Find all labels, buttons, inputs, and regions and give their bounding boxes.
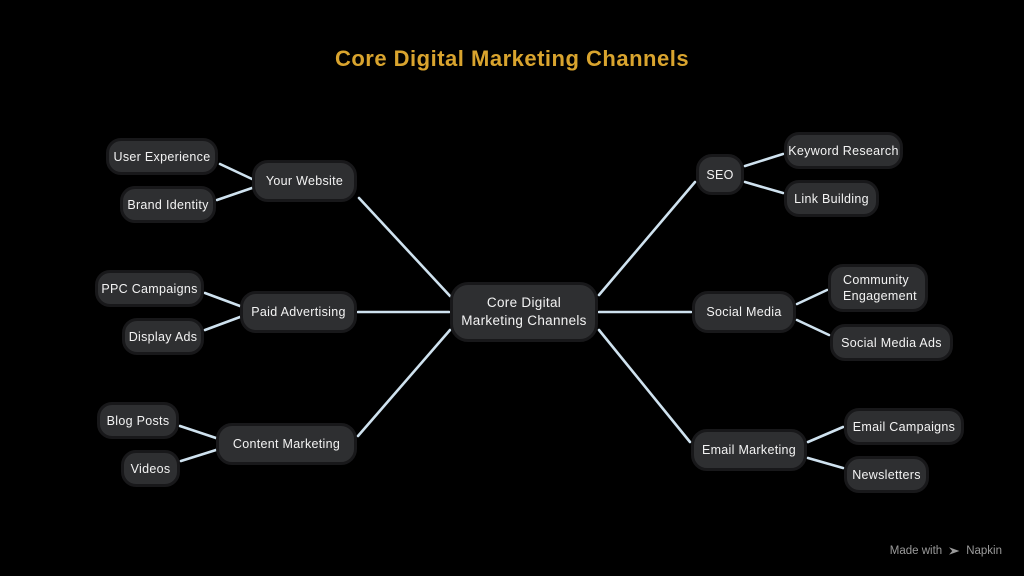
node-videos[interactable]: Videos: [121, 450, 180, 487]
node-social-media-ads[interactable]: Social Media Ads: [830, 324, 953, 361]
node-community-engagement[interactable]: Community Engagement: [828, 264, 928, 312]
node-email-campaigns[interactable]: Email Campaigns: [844, 408, 964, 445]
edge: [357, 196, 452, 298]
node-label: PPC Campaigns: [101, 281, 198, 296]
node-email-marketing[interactable]: Email Marketing: [691, 429, 807, 471]
node-label: Email Campaigns: [852, 419, 956, 434]
node-label: User Experience: [113, 149, 211, 164]
node-ppc-campaigns[interactable]: PPC Campaigns: [95, 270, 204, 307]
diagram-title: Core Digital Marketing Channels: [334, 46, 690, 71]
napkin-brand-label: Napkin: [966, 545, 1002, 557]
edge: [218, 162, 254, 181]
node-label: Newsletters: [852, 467, 921, 482]
node-brand-identity[interactable]: Brand Identity: [120, 186, 216, 223]
edge: [203, 291, 242, 308]
edge: [795, 318, 831, 337]
made-with-napkin-watermark[interactable]: Made with Napkin: [890, 544, 1002, 558]
node-label: Email Marketing: [701, 443, 797, 457]
node-seo[interactable]: SEO: [696, 154, 744, 195]
node-label: SEO: [706, 167, 734, 182]
node-core-digital-marketing-channels[interactable]: Core Digital Marketing Channels: [450, 282, 598, 342]
node-label: Paid Advertising: [251, 305, 346, 319]
node-keyword-research[interactable]: Keyword Research: [784, 132, 903, 169]
node-link-building[interactable]: Link Building: [784, 180, 879, 217]
node-label: Blog Posts: [106, 413, 170, 428]
edge: [203, 315, 242, 332]
node-label: Content Marketing: [232, 437, 341, 451]
node-blog-posts[interactable]: Blog Posts: [97, 402, 179, 439]
node-user-experience[interactable]: User Experience: [106, 138, 218, 175]
node-label: Brand Identity: [127, 197, 209, 212]
edge: [356, 328, 452, 438]
node-label: Community Engagement: [843, 273, 917, 303]
node-label: Link Building: [794, 191, 869, 206]
edge: [215, 186, 254, 202]
node-your-website[interactable]: Your Website: [252, 160, 357, 202]
node-paid-advertising[interactable]: Paid Advertising: [240, 291, 357, 333]
napkin-logo-icon: [947, 544, 961, 558]
node-label: Social Media: [706, 305, 782, 319]
edge: [597, 180, 697, 297]
edge: [806, 456, 845, 470]
node-label: Keyword Research: [788, 143, 899, 158]
node-label: Display Ads: [128, 329, 198, 344]
edge: [806, 425, 845, 444]
edge: [179, 448, 218, 463]
node-label: Videos: [130, 461, 171, 476]
edge: [178, 424, 218, 440]
edge: [743, 180, 785, 195]
node-display-ads[interactable]: Display Ads: [122, 318, 204, 355]
node-content-marketing[interactable]: Content Marketing: [216, 423, 357, 465]
made-with-label: Made with: [889, 545, 943, 557]
edge: [795, 288, 829, 306]
edge: [743, 152, 785, 168]
edge: [597, 328, 692, 444]
node-newsletters[interactable]: Newsletters: [844, 456, 929, 493]
node-label: Core Digital Marketing Channels: [461, 294, 587, 328]
node-social-media[interactable]: Social Media: [692, 291, 796, 333]
node-label: Social Media Ads: [841, 335, 942, 350]
node-label: Your Website: [265, 174, 344, 188]
